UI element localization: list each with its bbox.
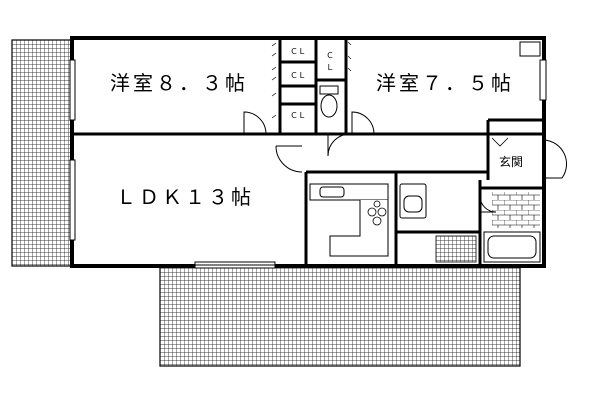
room-label-ldk: ＬＤＫ１３帖 [116, 185, 254, 209]
kitchen-counter [309, 183, 389, 257]
room-label-western-2: 洋室７．５帖 [376, 71, 514, 95]
shoe-cabinet [519, 41, 541, 57]
washbasin-icon [399, 183, 427, 219]
left-balcony [11, 39, 73, 267]
closet-label-4-top: Ｃ [326, 51, 334, 60]
bath-floor-tiles [492, 192, 540, 228]
closet-label-2: ＣＬ [290, 71, 306, 80]
closet-label-4-bottom: Ｌ [326, 63, 334, 72]
room-label-entrance: 玄関 [499, 154, 523, 169]
closet-label-1: ＣＬ [290, 47, 306, 56]
bathtub-icon [483, 231, 541, 263]
toilet-icon [319, 85, 339, 118]
washing-machine-pan [435, 235, 477, 263]
room-label-western-1: 洋室８．３帖 [110, 71, 248, 95]
stove-icon [367, 200, 387, 226]
bottom-balcony [159, 265, 521, 367]
entrance-shoe-shelf [491, 137, 509, 147]
closet-shelves [271, 41, 352, 119]
windows [69, 59, 547, 269]
closet-label-3: ＣＬ [290, 111, 306, 120]
doors [243, 111, 568, 213]
outer-walls [70, 36, 546, 268]
